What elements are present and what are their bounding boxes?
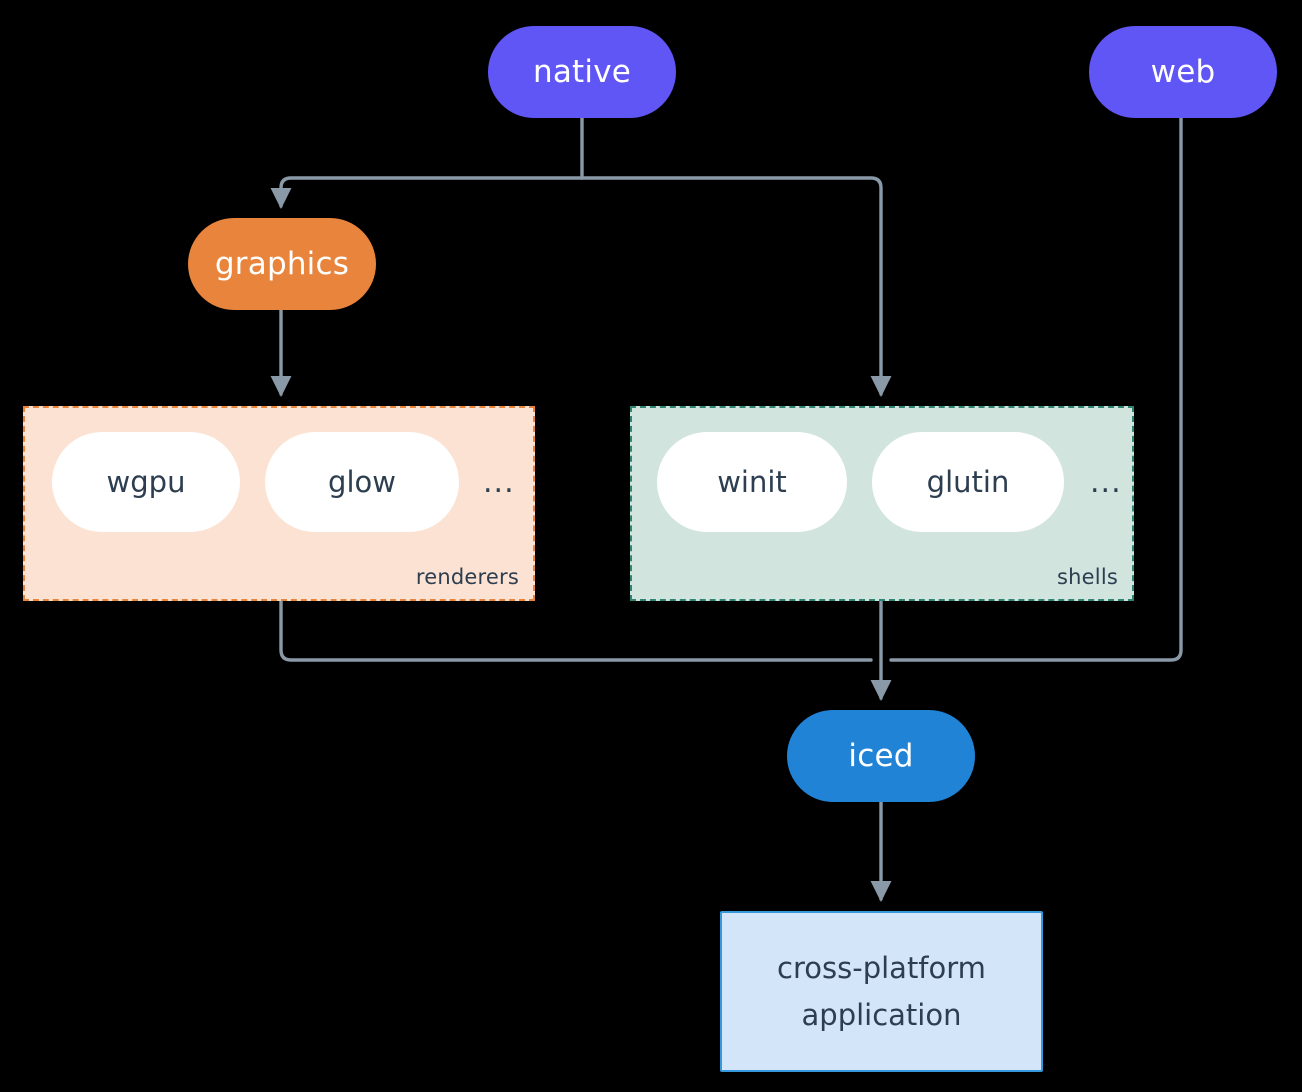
node-graphics[interactable]: graphics — [188, 218, 376, 310]
node-native-label: native — [532, 54, 632, 90]
node-native[interactable]: native — [488, 26, 676, 118]
node-cross-platform-application[interactable]: cross-platform application — [720, 911, 1043, 1072]
renderers-overflow-ellipsis: ... — [483, 464, 515, 500]
group-shells-label: shells — [1057, 565, 1118, 589]
application-label-line2: application — [801, 997, 962, 1032]
node-graphics-label: graphics — [214, 246, 350, 282]
chip-glow[interactable]: glow — [265, 432, 459, 532]
node-web[interactable]: web — [1089, 26, 1277, 118]
edge-native-to-shells — [580, 176, 892, 397]
application-label-line1: cross-platform — [777, 950, 986, 985]
group-shells: winit glutin ... shells — [630, 406, 1134, 601]
node-web-label: web — [1150, 54, 1216, 90]
node-iced[interactable]: iced — [787, 710, 975, 802]
chip-winit-label: winit — [717, 465, 787, 499]
chip-glutin[interactable]: glutin — [872, 432, 1064, 532]
chip-wgpu-label: wgpu — [106, 465, 186, 499]
shells-overflow-ellipsis: ... — [1090, 464, 1122, 500]
chip-wgpu[interactable]: wgpu — [52, 432, 240, 532]
group-renderers-label: renderers — [415, 565, 519, 589]
edge-renderers-to-iced — [279, 599, 873, 662]
chip-glutin-label: glutin — [926, 465, 1010, 499]
edge-native-to-graphics — [270, 176, 584, 209]
chip-glow-label: glow — [328, 465, 396, 499]
node-iced-label: iced — [848, 738, 914, 774]
group-renderers: wgpu glow ... renderers — [23, 406, 535, 601]
chip-winit[interactable]: winit — [657, 432, 847, 532]
